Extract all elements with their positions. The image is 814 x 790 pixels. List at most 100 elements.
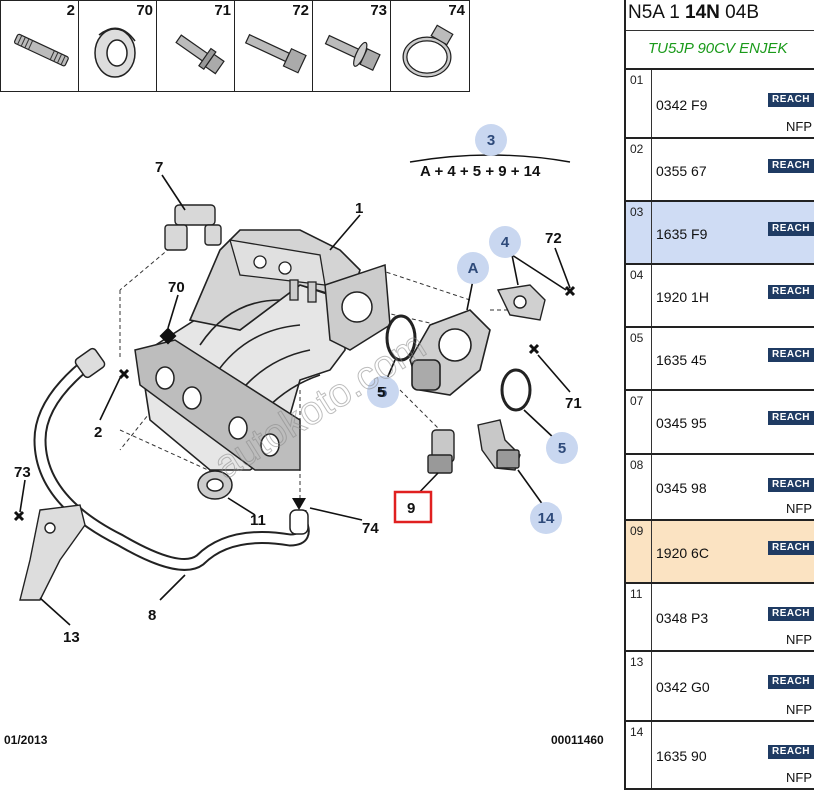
reach-badge[interactable]: REACH (768, 745, 814, 759)
part-74-cap (289, 498, 309, 535)
part-cell-73[interactable]: 73 (312, 0, 392, 92)
gasket-5-right (500, 368, 532, 412)
intake-manifold-diagram: 3 A 4 5 5 14 A + 4 + 5 + 9 + 14 1 2 7 70… (13, 124, 582, 646)
reach-badge[interactable]: REACH (768, 159, 814, 173)
bubble-4 (489, 226, 521, 258)
part-reference[interactable]: 1635 F9 (656, 226, 708, 242)
part-cell-70[interactable]: 70 (78, 0, 158, 92)
row-index: 02 (626, 139, 652, 200)
part-70-marker (159, 327, 177, 345)
part-number: 70 (136, 2, 153, 19)
reach-badge[interactable]: REACH (768, 411, 814, 425)
row-index: 08 (626, 455, 652, 519)
callout-11: 11 (250, 512, 266, 529)
part-reference[interactable]: 1920 6C (656, 545, 709, 561)
row-index: 03 (626, 202, 652, 263)
part-reference[interactable]: 0342 G0 (656, 679, 710, 695)
callout-9: 9 (407, 500, 415, 517)
row-index: 07 (626, 391, 652, 453)
part-number: 74 (448, 2, 465, 19)
part-reference[interactable]: 1635 90 (656, 748, 707, 764)
reach-badge[interactable]: REACH (768, 675, 814, 689)
part-13-bracket (19, 504, 86, 601)
part-reference[interactable]: 0342 F9 (656, 97, 708, 113)
callout-74: 74 (362, 520, 379, 537)
manifold-top-rail (229, 239, 326, 303)
hose-end-fitting (74, 347, 106, 379)
callout-71: 71 (565, 395, 582, 412)
part-number: 73 (370, 2, 387, 19)
gasket-5-left (385, 314, 417, 362)
hose-8-fill (35, 356, 308, 569)
part-number: 2 (66, 2, 75, 19)
part-cell-2[interactable]: 2 (0, 0, 80, 92)
part-cell-74[interactable]: 74 (390, 0, 470, 92)
bubble-labels: 3 A 4 5 5 14 (379, 132, 566, 527)
bubble-14 (530, 502, 562, 534)
row-index: 01 (626, 70, 652, 137)
bubble-A (457, 252, 489, 284)
part-cell-72[interactable]: 72 (234, 0, 314, 92)
part-cell-71[interactable]: 71 (156, 0, 236, 92)
reach-badge[interactable]: REACH (768, 541, 814, 555)
table-header: N5A 1 14N 04B (626, 0, 814, 31)
callout-70: 70 (168, 279, 185, 296)
part-reference[interactable]: 0345 95 (656, 415, 707, 431)
part-4-elbow (496, 284, 546, 321)
header-prefix: N5A 1 (628, 2, 686, 23)
row-index: 09 (626, 521, 652, 582)
bubble-label: 5 (558, 440, 566, 457)
nfp-label: NFP (786, 119, 812, 134)
callout-1: 1 (355, 200, 363, 217)
footer-date: 01/2013 (4, 733, 48, 747)
bubble-label: 3 (487, 132, 495, 149)
part-7-valve (164, 204, 222, 251)
reach-badge[interactable]: REACH (768, 93, 814, 107)
kit-bracket (409, 154, 571, 163)
callout-numbers: 1 2 7 70 73 13 8 11 74 9 5 71 72 (14, 159, 582, 646)
part-reference[interactable]: 0345 98 (656, 480, 707, 496)
engine-row: TU5JP 90CV ENJEK (626, 30, 814, 70)
reach-badge[interactable]: REACH (768, 285, 814, 299)
reach-badge[interactable]: REACH (768, 607, 814, 621)
reach-badge[interactable]: REACH (768, 222, 814, 236)
footer-code: 00011460 (551, 733, 604, 747)
bubbles (367, 124, 578, 534)
callout-72: 72 (545, 230, 562, 247)
reach-badge[interactable]: REACH (768, 478, 814, 492)
callout-7: 7 (155, 159, 163, 176)
table-header-title: N5A 1 14N 04B (628, 2, 759, 24)
part-reference[interactable]: 1920 1H (656, 289, 709, 305)
callout-13: 13 (63, 629, 80, 646)
stud-bolt-icon (13, 33, 69, 67)
nfp-label: NFP (786, 702, 812, 717)
bubble-label: 4 (501, 234, 510, 251)
part-reference[interactable]: 0348 P3 (656, 610, 709, 626)
bubble-5-right (546, 432, 578, 464)
part-reference[interactable]: 1635 45 (656, 352, 707, 368)
flange-bolt-icon (175, 34, 225, 75)
nfp-label: NFP (786, 632, 812, 647)
callout-2: 2 (94, 424, 102, 441)
part-number: 71 (214, 2, 231, 19)
engine-label: TU5JP 90CV ENJEK (648, 40, 788, 57)
row-index: 13 (626, 652, 652, 720)
kit-formula: A + 4 + 5 + 9 + 14 (420, 163, 541, 180)
hex-bolt-icon (244, 33, 307, 74)
header-bold: 14N (685, 2, 720, 23)
part-reference[interactable]: 0355 67 (656, 163, 707, 179)
reach-badge[interactable]: REACH (768, 348, 814, 362)
manifold-throttle-flange (324, 263, 391, 351)
